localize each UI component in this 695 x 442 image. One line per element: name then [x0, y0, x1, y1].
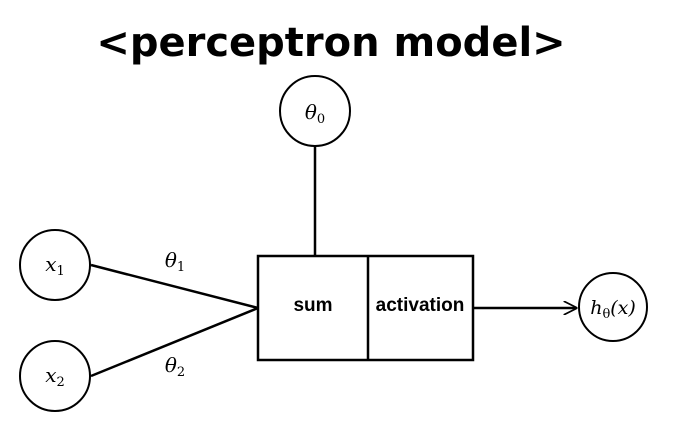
bias-symbol: θ — [305, 100, 317, 124]
weight-1-subscript: 1 — [177, 260, 185, 275]
output-label: hθ(x) — [590, 297, 636, 322]
input-edge-1 — [90, 263, 259, 310]
output-subscript: θ — [602, 307, 610, 322]
input-node-1: x1 — [19, 229, 91, 301]
bias-node: θ0 — [279, 75, 351, 147]
input-1-symbol: x — [45, 252, 56, 276]
input-edge-2 — [90, 306, 259, 378]
input-2-symbol: x — [45, 363, 56, 387]
input-2-subscript: 2 — [57, 375, 65, 390]
activation-label: activation — [376, 295, 465, 316]
output-argument: (x) — [610, 297, 636, 319]
output-fn: h — [590, 297, 602, 319]
bias-label: θ0 — [305, 100, 325, 127]
weight-label-1: θ1 — [165, 248, 185, 275]
neuron-block: sum activation — [256, 254, 475, 362]
neuron-block-frame — [256, 254, 475, 362]
diagram-title: <perceptron model> — [96, 20, 565, 66]
input-1-subscript: 1 — [57, 264, 65, 279]
output-node: hθ(x) — [578, 272, 648, 342]
weight-2-subscript: 2 — [177, 365, 185, 380]
input-node-2: x2 — [19, 340, 91, 412]
weight-label-2: θ2 — [165, 353, 185, 380]
input-label-1: x1 — [45, 252, 65, 279]
weight-2-symbol: θ — [165, 353, 177, 377]
weight-1-symbol: θ — [165, 248, 177, 272]
sum-label: sum — [293, 295, 332, 316]
input-label-2: x2 — [45, 363, 65, 390]
bias-subscript: 0 — [317, 112, 325, 127]
